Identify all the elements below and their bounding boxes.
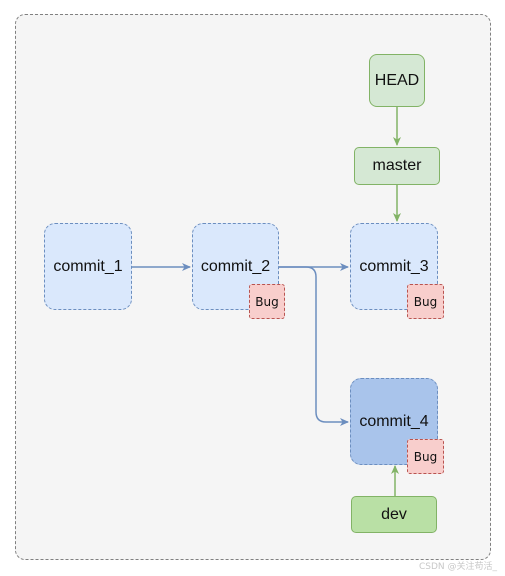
head-label: HEAD	[374, 71, 420, 89]
commit-node-1: commit_1	[44, 223, 132, 310]
bug-tag-label: Bug	[255, 294, 279, 309]
bug-tag: Bug	[407, 439, 444, 474]
bug-tag-label: Bug	[413, 449, 438, 464]
branch-dev: dev	[351, 496, 437, 533]
bug-tag: Bug	[407, 284, 444, 319]
commit-label: commit_4	[359, 412, 429, 430]
watermark: CSDN @关注苟活_	[418, 562, 497, 572]
commit-label: commit_1	[53, 257, 123, 275]
commit-node-3: commit_3	[350, 223, 438, 310]
commit-label: commit_2	[200, 257, 271, 275]
bug-tag-label: Bug	[413, 294, 438, 309]
branch-label: dev	[381, 505, 407, 523]
branch-label: master	[372, 157, 422, 174]
head-pointer: HEAD	[369, 54, 425, 107]
bug-tag: Bug	[249, 284, 285, 319]
branch-master: master	[354, 147, 440, 185]
commit-label: commit_3	[359, 257, 429, 275]
